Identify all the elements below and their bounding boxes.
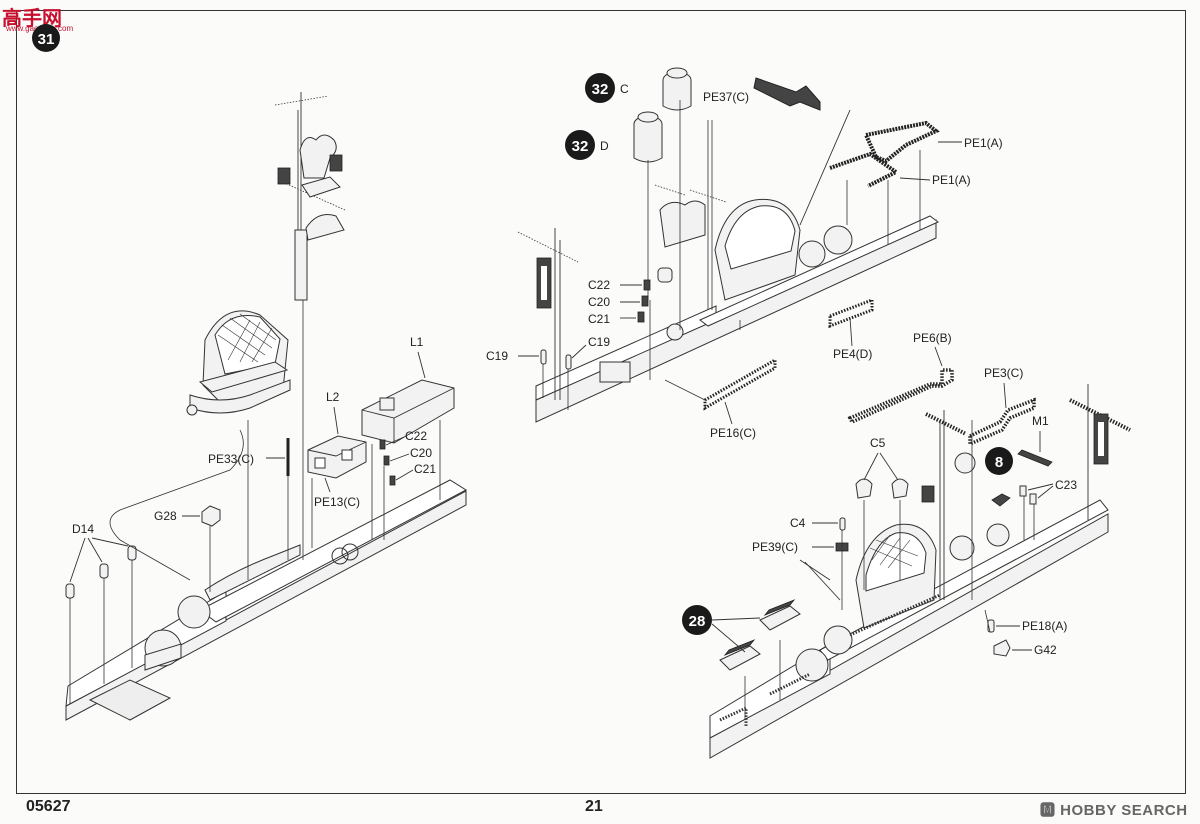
label-G42: G42 bbox=[1034, 643, 1057, 657]
part-L1: L1 bbox=[361, 335, 455, 444]
bottom-right-assembly: PE6(B) PE3(C) 8 M1 bbox=[682, 331, 1131, 759]
part-G28: G28 bbox=[154, 505, 221, 527]
left-hull bbox=[65, 479, 468, 721]
label-D14: D14 bbox=[72, 522, 94, 536]
part-L2: L2 bbox=[307, 390, 367, 479]
label-PE16C: PE16(C) bbox=[710, 426, 756, 440]
page-number: 21 bbox=[585, 798, 603, 815]
step-32a-number: 32 bbox=[592, 81, 609, 98]
bottom-right-hull bbox=[709, 452, 1109, 759]
left-assembly: L1 L2 C22 C20 C21 bbox=[65, 92, 468, 721]
part-PE6B: PE6(B) bbox=[847, 331, 954, 425]
label-C20-left: C20 bbox=[410, 446, 432, 460]
label-PE4D: PE4(D) bbox=[833, 347, 872, 361]
part-C23: C23 bbox=[1019, 478, 1077, 505]
step-28-number: 28 bbox=[689, 613, 706, 630]
step-8-marker: 8 bbox=[985, 447, 1013, 475]
top-right-foremast bbox=[517, 228, 579, 400]
hobby-search-watermark: 🅼 HOBBY SEARCH bbox=[1040, 802, 1188, 819]
label-PE33C: PE33(C) bbox=[208, 452, 254, 466]
small-parts-left: C22 C20 C21 bbox=[379, 429, 436, 486]
top-right-assembly: 32 C 32 D PE37(C) bbox=[486, 67, 1003, 440]
funnel-cap-D bbox=[633, 111, 663, 163]
label-PE1A-2: PE1(A) bbox=[932, 173, 971, 187]
label-PE1A-1: PE1(A) bbox=[964, 136, 1003, 150]
part-D14: D14 bbox=[65, 522, 137, 599]
top-right-hull bbox=[535, 100, 939, 423]
label-PE13C: PE13(C) bbox=[314, 495, 360, 509]
part-G42: G42 bbox=[993, 639, 1057, 657]
left-guides bbox=[69, 300, 441, 704]
part-PE3C: PE3(C) bbox=[968, 366, 1036, 447]
label-C-32: C bbox=[620, 82, 629, 96]
label-C20-top: C20 bbox=[588, 295, 610, 309]
label-C19-a: C19 bbox=[486, 349, 508, 363]
label-C23: C23 bbox=[1055, 478, 1077, 492]
small-parts-top-right: C22 C20 C21 C19 C19 bbox=[486, 278, 651, 370]
part-PE33C: PE33(C) bbox=[208, 438, 290, 476]
top-right-guides bbox=[542, 150, 921, 410]
step-32-marker-b: 32 bbox=[565, 130, 595, 160]
funnel-cap-C bbox=[662, 67, 692, 111]
step-32b-number: 32 bbox=[572, 138, 589, 155]
label-PE18A: PE18(A) bbox=[1022, 619, 1067, 633]
label-L1: L1 bbox=[410, 335, 424, 349]
part-PE16C: PE16(C) bbox=[703, 357, 777, 440]
label-PE37C: PE37(C) bbox=[703, 90, 749, 104]
step-31-marker: 31 bbox=[32, 24, 60, 52]
part-PE37C: PE37(C) bbox=[703, 77, 821, 111]
bottom-right-masts bbox=[921, 384, 1131, 600]
label-C22-left: C22 bbox=[405, 429, 427, 443]
step-28-marker: 28 bbox=[682, 605, 712, 635]
label-D-32: D bbox=[600, 139, 609, 153]
label-C4: C4 bbox=[790, 516, 806, 530]
part-PE39C: PE39(C) bbox=[752, 540, 849, 601]
label-C19-b: C19 bbox=[588, 335, 610, 349]
page-border bbox=[16, 10, 1186, 794]
label-M1: M1 bbox=[1032, 414, 1049, 428]
step-8-number: 8 bbox=[995, 454, 1003, 471]
part-PE1A: PE1(A) PE1(A) bbox=[829, 120, 1003, 188]
left-funnel bbox=[186, 310, 291, 416]
label-PE6B: PE6(B) bbox=[913, 331, 952, 345]
label-PE3C: PE3(C) bbox=[984, 366, 1023, 380]
label-C5: C5 bbox=[870, 436, 886, 450]
step-31-number: 31 bbox=[38, 31, 55, 48]
label-L2: L2 bbox=[326, 390, 340, 404]
label-C22-top: C22 bbox=[588, 278, 610, 292]
step-32-marker-a: 32 bbox=[585, 73, 615, 103]
label-G28: G28 bbox=[154, 509, 177, 523]
part-M1: M1 bbox=[1017, 414, 1053, 467]
bottom-right-guides bbox=[744, 420, 1035, 720]
part-PE4D: PE4(D) bbox=[828, 297, 874, 361]
kit-number: 05627 bbox=[26, 798, 71, 815]
label-C21-top: C21 bbox=[588, 312, 610, 326]
label-C21-left: C21 bbox=[414, 462, 436, 476]
turret-parts-28 bbox=[711, 599, 801, 671]
part-C5: C5 bbox=[855, 436, 909, 499]
part-PE18A: PE18(A) bbox=[987, 619, 1067, 633]
label-PE39C: PE39(C) bbox=[752, 540, 798, 554]
part-C4: C4 bbox=[790, 516, 846, 531]
left-mast bbox=[274, 92, 346, 301]
